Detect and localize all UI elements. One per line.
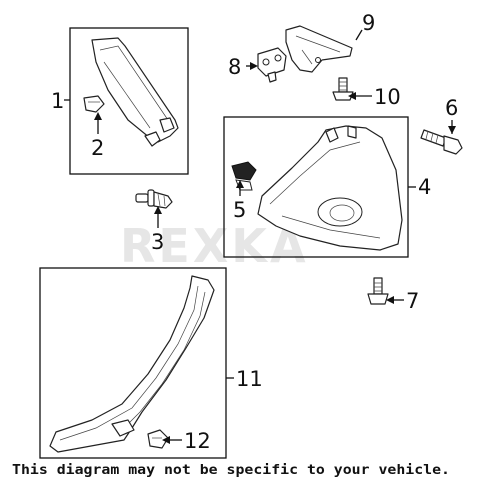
part-6-bolt — [420, 129, 463, 155]
callout-12: 12 — [184, 429, 211, 453]
part-9-bracket-plate — [285, 25, 353, 73]
callout-5: 5 — [233, 198, 246, 222]
callout-3: 3 — [151, 230, 164, 254]
callout-labels: 1 2 3 4 5 6 7 8 9 10 11 12 — [51, 11, 458, 453]
arrowheads — [94, 62, 456, 444]
callout-9: 9 — [362, 11, 375, 35]
part-1-pillar-trim — [91, 37, 179, 147]
part-3-push-pin — [135, 189, 173, 209]
part-7-bolt — [367, 277, 389, 305]
callout-4: 4 — [418, 175, 431, 199]
callout-6: 6 — [445, 96, 458, 120]
part-4-quarter-trim-panel — [257, 125, 403, 251]
callout-7: 7 — [406, 289, 419, 313]
callout-11: 11 — [236, 367, 263, 391]
callout-2: 2 — [91, 136, 104, 160]
callout-8: 8 — [228, 55, 241, 79]
callout-1: 1 — [51, 89, 64, 113]
watermark: REXKA — [120, 219, 309, 273]
part-12-clip — [147, 429, 169, 449]
part-11-long-trim — [49, 275, 215, 453]
part-11-group-box — [39, 267, 227, 459]
part-1-group-box — [69, 27, 189, 175]
part-8-bracket — [257, 47, 287, 83]
callout-10: 10 — [374, 85, 401, 109]
part-2-clip — [83, 95, 105, 113]
part-5-clip — [231, 161, 257, 191]
disclaimer-text: This diagram may not be specific to your… — [12, 462, 450, 478]
part-10-bolt — [332, 77, 354, 101]
